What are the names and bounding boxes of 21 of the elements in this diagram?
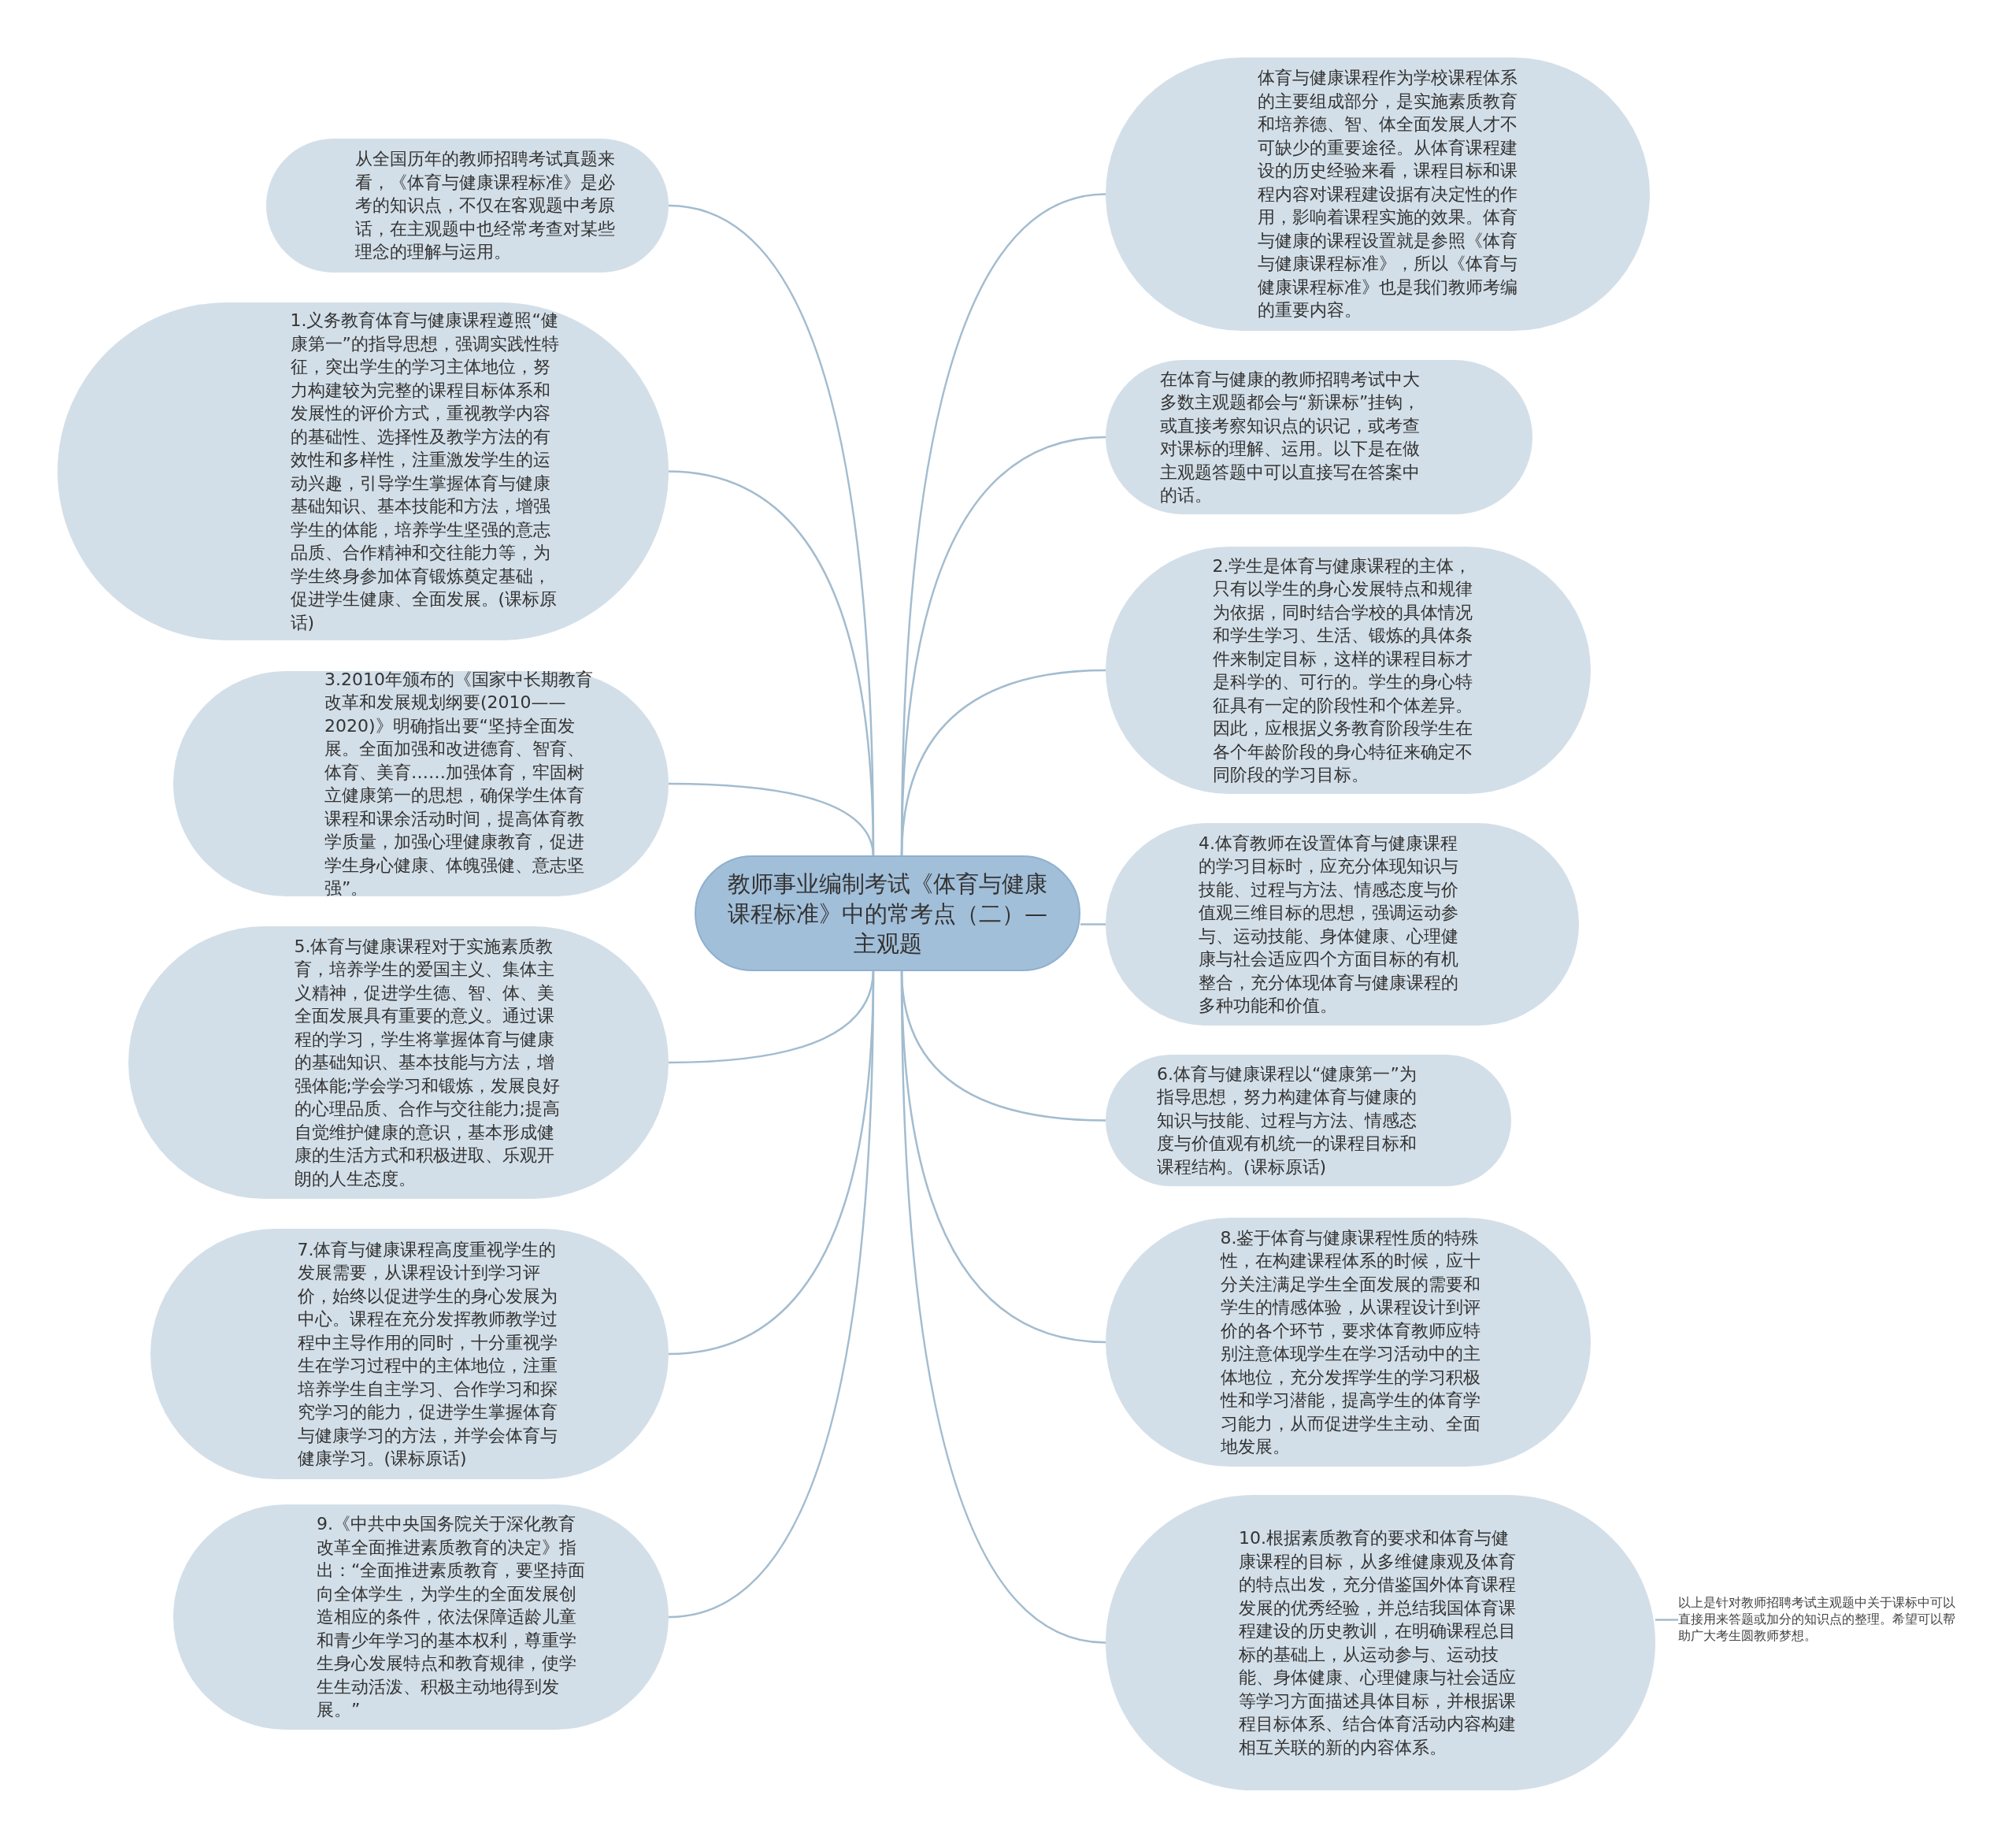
topic-bubble: 4.体育教师在设置体育与健康课程的学习目标时，应充分体现知识与技能、过程与方法、情感态度与价值观三维目标的思想，强调运动参与、运动技能、身体健康、心理健康与社会适应四个方面目标的有机整合，充分体现体育与健康课程的多种功能和价值。 — [1106, 823, 1579, 1026]
central-topic-bubble: 教师事业编制考试《体育与健康课程标准》中的常考点（二）—主观题 — [695, 855, 1080, 971]
topic-bubble: 2.学生是体育与健康课程的主体，只有以学生的身心发展特点和规律为依据，同时结合学校的具体情况和学生学习、生活、锻炼的具体条件来制定目标，这样的课程目标才是科学的、可行的。学生的身心特征具有一定的阶段性和个体差异。因此，应根据义务教育阶段学生在各个年龄阶段的身心特征来确定不同阶段的学习目标。 — [1106, 547, 1591, 794]
topic-bubble: 7.体育与健康课程高度重视学生的发展需要，从课程设计到学习评价，始终以促进学生的身心发展为中心。课程在充分发挥教师教学过程中主导作用的同时，十分重视学生在学习过程中的主体地位，注重培养学生自主学习、合作学习和探究学习的能力，促进学生掌握体育与健康学习的方法，并学会体育与健康学习。(课标原话) — [150, 1229, 669, 1479]
connector-line — [669, 782, 875, 858]
topic-bubble: 1.义务教育体育与健康课程遵照“健康第一”的指导思想，强调实践性特征，突出学生的学习主体地位，努力构建较为完整的课程目标体系和发展性的评价方式，重视教学内容的基础性、选择性及教学方法的有效性和多样性，注重激发学生的运动兴趣，引导学生掌握体育与健康基础知识、基本技能和方法，增强学生的体能，培养学生坚强的意志品质、合作精神和交往能力等，为学生终身参加体育锻炼奠定基础，促进学生健康、全面发展。(课标原话) — [57, 302, 669, 640]
topic-bubble: 9.《中共中央国务院关于深化教育改革全面推进素质教育的决定》指出：“全面推进素质教育，要坚持面向全体学生，为学生的全面发展创造相应的条件，依法保障适龄儿童和青少年学习的基本权利，尊重学生身心发展特点和教育规律，使学生生动活泼、积极主动地得到发展。” — [173, 1504, 669, 1730]
topic-bubble: 3.2010年颁布的《国家中长期教育改革和发展规划纲要(2010——2020)》明确指出要“坚持全面发展。全面加强和改进德育、智育、体育、美育……加强体育，牢固树立健康第一的思想，确保学生体育课程和课余活动时间，提高体育教学质量，加强心理健康教育，促进学生身心健康、体魄强健、意志坚强”。 — [173, 671, 669, 896]
connector-line — [1655, 1619, 1678, 1621]
topic-bubble: 8.鉴于体育与健康课程性质的特殊性，在构建课程体系的时候，应十分关注满足学生全面发展的需要和学生的情感体验，从课程设计到评价的各个环节，要求体育教师应特别注意体现学生在学习活动中的主体地位，充分发挥学生的学习积极性和学习潜能，提高学生的体育学习能力，从而促进学生主动、全面地发展。 — [1106, 1218, 1591, 1467]
topic-bubble: 从全国历年的教师招聘考试真题来看，《体育与健康课程标准》是必考的知识点，不仅在客观题中考原话，在主观题中也经常考查对某些理念的理解与运用。 — [266, 139, 669, 273]
connector-line — [1080, 923, 1106, 925]
connector-line — [900, 970, 1106, 1644]
topic-bubble: 体育与健康课程作为学校课程体系的主要组成部分，是实施素质教育和培养德、智、体全面发展人才不可缺少的重要途径。从体育课程建设的历史经验来看，课程目标和课程内容对课程建设据有决定性的作用，影响着课程实施的效果。体育与健康的课程设置就是参照《体育与健康课程标准》，所以《体育与健康课程标准》也是我们教师考编的重要内容。 — [1106, 57, 1650, 331]
topic-bubble: 5.体育与健康课程对于实施素质教育，培养学生的爱国主义、集体主义精神，促进学生德、智、体、美全面发展具有重要的意义。通过课程的学习，学生将掌握体育与健康的基础知识、基本技能与方法，增强体能;学会学习和锻炼，发展良好的心理品质、合作与交往能力;提高自觉维护健康的意识，基本形成健康的生活方式和积极进取、乐观开朗的人生态度。 — [128, 926, 669, 1199]
topic-bubble: 10.根据素质教育的要求和体育与健康课程的目标，从多维健康观及体育的特点出发，充分借鉴国外体育课程发展的优秀经验，并总结我国体育课程建设的历史教训，在明确课程总目标的基础上，从运动参与、运动技能、身体健康、心理健康与社会适应等学习方面描述具体目标，并根据课程目标体系、结合体育活动内容构建相互关联的新的内容体系。 — [1106, 1495, 1655, 1790]
connector-line — [668, 970, 875, 1619]
note-text: 以上是针对教师招聘考试主观题中关于课标中可以直接用来答题或加分的知识点的整理。希望可以帮助广大考生圆教师梦想。 — [1678, 1595, 1955, 1645]
topic-bubble: 6.体育与健康课程以“健康第一”为指导思想，努力构建体育与健康的知识与技能、过程与方法、情感态度与价值观有机统一的课程目标和课程结构。(课标原话) — [1106, 1055, 1511, 1186]
topic-bubble: 在体育与健康的教师招聘考试中大多数主观题都会与“新课标”挂钩，或直接考察知识点的识记，或考查对课标的理解、运用。以下是在做主观题答题中可以直接写在答案中的话。 — [1106, 360, 1532, 514]
connector-line — [900, 669, 1106, 858]
